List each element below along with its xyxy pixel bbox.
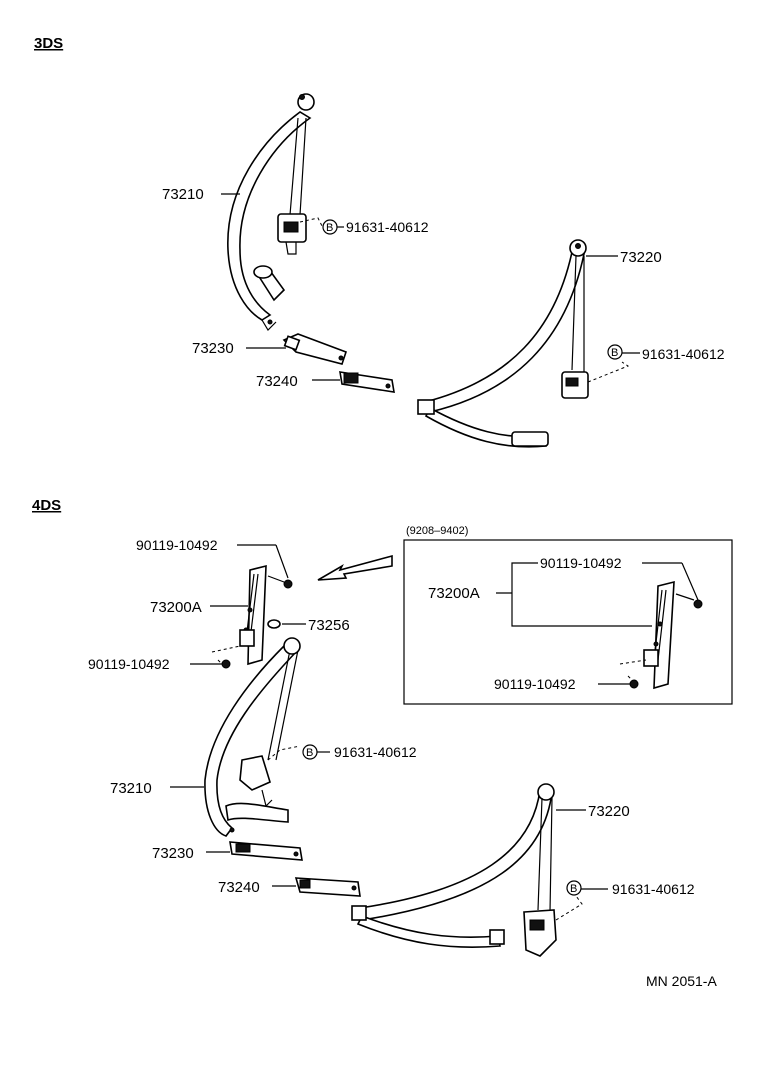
label-73256: 73256	[308, 617, 350, 634]
section-3ds-header: 3DS	[34, 35, 63, 52]
label-73210-4ds: 73210	[110, 780, 152, 797]
inset-label-90119-10492-top: 90119-10492	[540, 555, 622, 571]
svg-text:B: B	[611, 347, 618, 359]
inset-part-73200A	[629, 580, 703, 690]
part-73240-3ds	[339, 371, 395, 393]
label-91631-40612-3ds-left: 91631-40612	[346, 219, 429, 235]
section-4ds-header: 4DS	[32, 497, 61, 514]
part-73220-4ds	[351, 783, 557, 957]
label-90119-10492-top: 90119-10492	[136, 537, 218, 553]
bolt-callout-3ds-right: B	[587, 344, 640, 383]
bolt-callout-4ds-right: B	[555, 880, 608, 921]
circled-b-icon	[566, 880, 582, 896]
label-73240-3ds: 73240	[256, 373, 298, 390]
inset-label-90119-10492-bottom: 90119-10492	[494, 676, 576, 692]
bolt-callout-4ds-left: B	[267, 744, 330, 761]
inset-label-73200A: 73200A	[428, 585, 480, 602]
bolt-callout-3ds-left: B	[299, 217, 344, 235]
inset-arrow	[317, 554, 393, 581]
svg-text:B: B	[570, 883, 577, 895]
label-91631-40612-3ds-right: 91631-40612	[642, 346, 725, 362]
part-73220-3ds	[417, 239, 589, 448]
label-91631-40612-4ds-left: 91631-40612	[334, 744, 417, 760]
svg-text:B: B	[306, 747, 313, 759]
inset-bracket-73200A	[496, 562, 652, 627]
inset-date-range: (9208–9402)	[406, 525, 468, 537]
label-73230-4ds: 73230	[152, 845, 194, 862]
label-73230-3ds: 73230	[192, 340, 234, 357]
circled-b-icon	[607, 344, 623, 360]
label-90119-10492-bottom: 90119-10492	[88, 656, 170, 672]
svg-text:B: B	[326, 222, 333, 234]
part-73200A	[221, 564, 293, 669]
part-73230-4ds	[229, 841, 303, 861]
label-73240-4ds: 73240	[218, 879, 260, 896]
inset-box	[403, 539, 733, 705]
label-73220-3ds: 73220	[620, 249, 662, 266]
label-91631-40612-4ds-right: 91631-40612	[612, 881, 695, 897]
part-73210-4ds	[204, 637, 301, 837]
label-73220-4ds: 73220	[588, 803, 630, 820]
part-73230-3ds	[282, 333, 348, 365]
drawing-id: MN 2051-A	[646, 973, 717, 989]
part-73256	[267, 619, 281, 629]
label-73210-3ds: 73210	[162, 186, 204, 203]
label-73200A: 73200A	[150, 599, 202, 616]
part-73210-3ds	[227, 93, 315, 331]
part-73240-4ds	[294, 877, 361, 897]
